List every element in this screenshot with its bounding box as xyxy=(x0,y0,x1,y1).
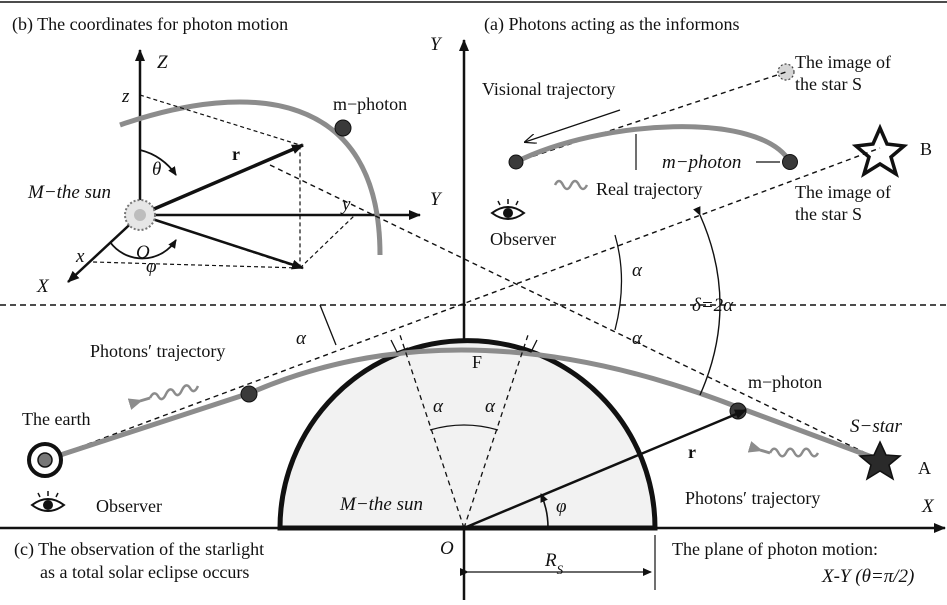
alpha-arc-left xyxy=(319,304,337,346)
right-angle-right xyxy=(519,339,538,353)
wave-left-head xyxy=(127,396,151,410)
photon-dot-left xyxy=(240,385,258,403)
alpha-arc-mid xyxy=(614,234,623,331)
alpha-lower: α xyxy=(632,328,643,349)
photon-c-label: m−photon xyxy=(748,372,822,392)
alpha-center-right: α xyxy=(485,396,496,417)
r-vector-c xyxy=(463,408,747,530)
r-projection-vector xyxy=(139,213,304,270)
wave-right-head xyxy=(747,441,771,455)
phi-label: φ xyxy=(146,256,157,277)
origin-label: O xyxy=(136,242,150,263)
real-trajectory-curve xyxy=(514,124,793,165)
sun-label: M−the sun xyxy=(27,182,111,203)
phi-c-label: φ xyxy=(556,496,567,517)
point-a-label: A xyxy=(918,458,931,478)
eye-icon-a xyxy=(490,199,526,220)
x-small-label: x xyxy=(75,246,85,267)
point-f-label: F xyxy=(472,352,482,372)
r-vector xyxy=(139,143,304,217)
image-top-line2: the star S xyxy=(795,74,862,94)
projection-x xyxy=(92,261,301,269)
sun-core-icon xyxy=(134,209,146,221)
observer-c-label: Observer xyxy=(96,496,162,516)
x-axis xyxy=(67,214,141,283)
photons-left-label: Photons′ trajectory xyxy=(90,341,225,361)
source-photon-dot xyxy=(782,154,798,170)
theta-label: θ xyxy=(152,159,161,180)
main-x-axis-label: X xyxy=(921,496,935,517)
point-b-label: B xyxy=(920,139,932,159)
x-axis-label: X xyxy=(36,276,50,297)
s-star-label: S−star xyxy=(850,416,902,437)
caption-line1: (c) The observation of the starlight xyxy=(14,539,264,560)
sun-c-label: M−the sun xyxy=(339,494,423,515)
y-small-label: y xyxy=(340,194,351,215)
projection-y xyxy=(299,214,356,269)
panel-b: (b) The coordinates for photon motion Z … xyxy=(12,14,443,297)
wave-squiggle-a xyxy=(553,179,589,191)
image-b-line1: The image of xyxy=(795,182,891,202)
phi-arc xyxy=(109,239,177,260)
alpha-center-left: α xyxy=(433,396,444,417)
panel-c: M−the sun α α F α α α δ=2α m−photon r φ … xyxy=(14,147,931,590)
main-y-axis-label: Y xyxy=(430,34,443,55)
sun-half-disc xyxy=(277,338,658,531)
visional-arrow xyxy=(525,109,621,142)
radius-label: RS xyxy=(544,550,564,577)
earth-core-icon xyxy=(37,452,53,468)
photon-trajectory-c xyxy=(44,347,881,463)
z-small-label: z xyxy=(121,86,130,107)
star-image-dot xyxy=(777,63,795,81)
wave-right xyxy=(768,447,820,458)
photon-label: m−photon xyxy=(333,94,407,114)
photon-trajectory-arc xyxy=(119,99,383,256)
radius-dashed-right xyxy=(463,334,529,529)
plane-line2: X-Y (θ=π/2) xyxy=(821,566,914,587)
theta-arc xyxy=(139,149,177,176)
line-earth-to-b xyxy=(44,147,881,461)
visional-label: Visional trajectory xyxy=(482,79,615,99)
image-top-line1: The image of xyxy=(795,52,891,72)
photons-right-label: Photons′ trajectory xyxy=(685,488,820,508)
s-star-icon xyxy=(858,440,902,481)
panel-b-title: (b) The coordinates for photon motion xyxy=(12,14,288,35)
alpha-upper: α xyxy=(632,260,643,281)
wave-left xyxy=(148,384,200,401)
delta-label: δ=2α xyxy=(692,295,734,316)
eye-icon-c xyxy=(30,491,66,512)
delta-arc xyxy=(693,206,721,396)
panel-a: (a) Photons acting as the informons The … xyxy=(482,14,932,249)
phi-arc-c xyxy=(540,493,549,529)
plane-line1: The plane of photon motion: xyxy=(672,539,878,559)
real-label: Real trajectory xyxy=(596,179,702,199)
right-angle-left xyxy=(390,339,409,353)
caption-line2: as a total solar eclipse occurs xyxy=(40,562,249,582)
alpha-left: α xyxy=(296,328,307,349)
observer-photon-dot xyxy=(508,154,524,170)
earth-label: The earth xyxy=(22,409,90,429)
z-axis-label: Z xyxy=(157,52,168,73)
r-c-label: r xyxy=(688,442,696,462)
image-b-line2: the star S xyxy=(795,204,862,224)
observer-a-label: Observer xyxy=(490,229,556,249)
origin-c-label: O xyxy=(440,538,454,559)
line-to-a xyxy=(269,164,881,461)
radius-dashed-left xyxy=(399,334,465,529)
r-label: r xyxy=(232,144,240,164)
panel-a-title: (a) Photons acting as the informons xyxy=(484,14,739,35)
star-b-icon xyxy=(851,123,909,178)
photon-dot xyxy=(334,119,352,137)
y-axis-label: Y xyxy=(430,189,443,210)
photon-a-label: m−photon xyxy=(662,152,741,173)
center-angle-arc xyxy=(429,424,499,431)
